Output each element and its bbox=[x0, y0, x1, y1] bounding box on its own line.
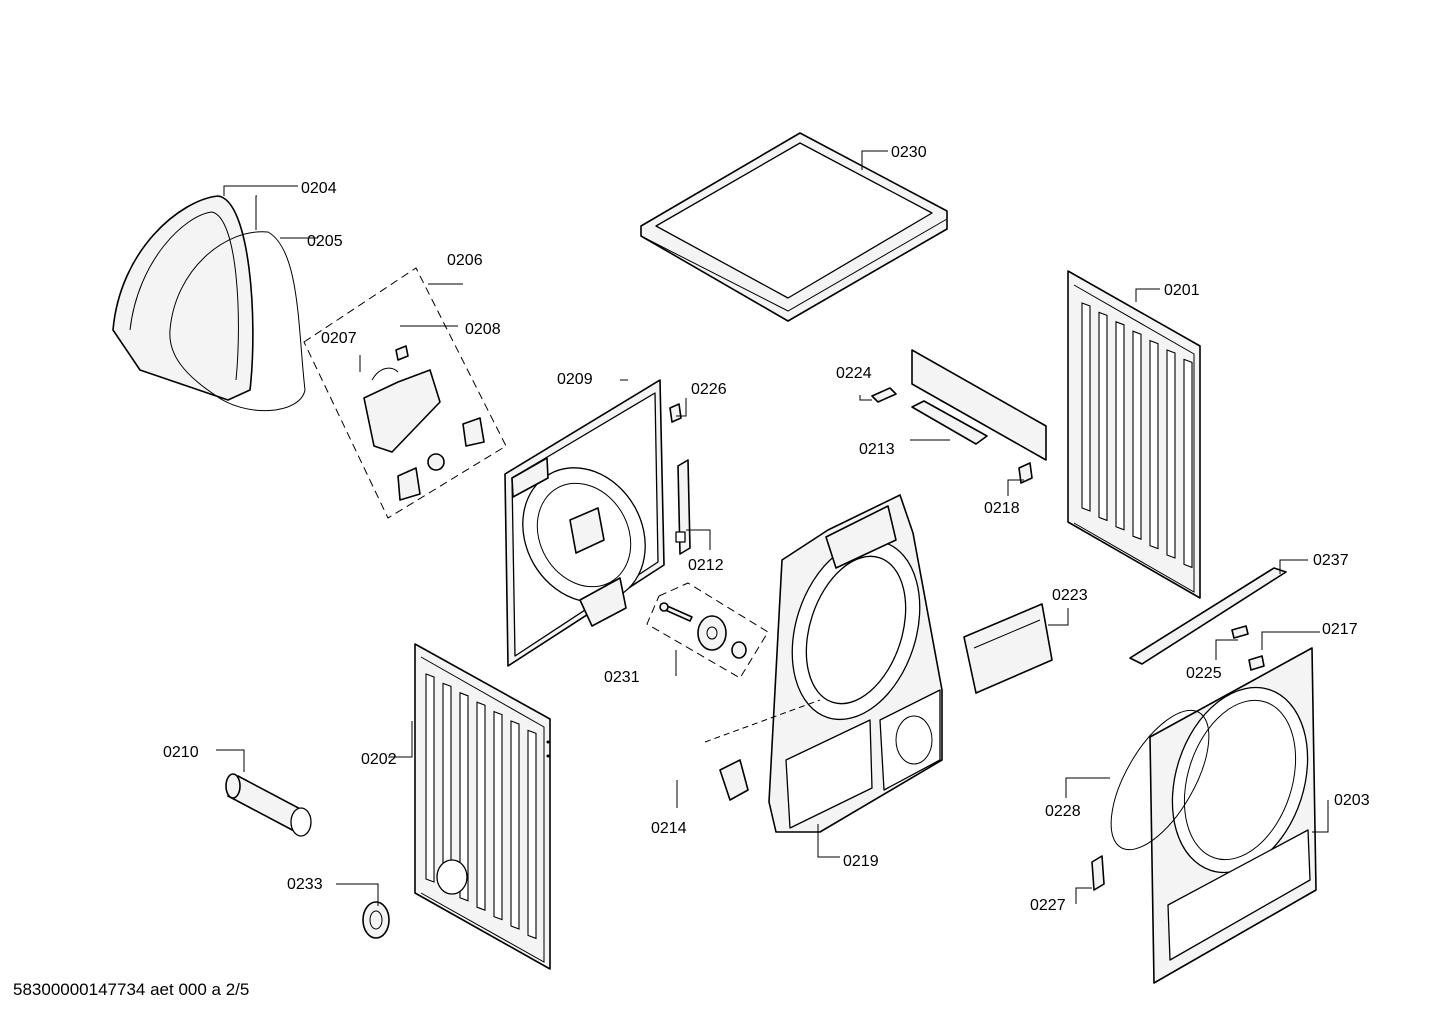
part-0204-door-inner[interactable] bbox=[112, 195, 254, 401]
label-0208: 0208 bbox=[465, 321, 501, 338]
label-0227: 0227 bbox=[1030, 897, 1066, 914]
label-0204: 0204 bbox=[301, 180, 337, 197]
label-0203: 0203 bbox=[1334, 792, 1370, 809]
part-0205-door-seal[interactable] bbox=[169, 231, 306, 412]
label-0202: 0202 bbox=[361, 751, 397, 768]
part-0233-cap[interactable] bbox=[362, 901, 390, 939]
part-0218-clip[interactable] bbox=[1018, 462, 1033, 484]
part-0230-top-cover[interactable] bbox=[640, 132, 948, 322]
part-0231-fan-kit[interactable] bbox=[646, 582, 769, 679]
label-0218: 0218 bbox=[984, 500, 1020, 517]
panel-slot bbox=[1132, 330, 1142, 540]
panel-slot bbox=[476, 701, 486, 911]
part-0203-front-panel[interactable] bbox=[1149, 647, 1330, 984]
label-0213: 0213 bbox=[859, 441, 895, 458]
part-0210-exhaust-hose[interactable] bbox=[225, 773, 312, 837]
part-0212-bracket[interactable] bbox=[675, 459, 691, 555]
part-0217-clip[interactable] bbox=[1248, 655, 1265, 671]
part-labels: 0230 0201 0202 0203 0204 0205 0206 0207 … bbox=[163, 144, 1370, 914]
part-0224-button[interactable] bbox=[871, 387, 897, 403]
label-0207: 0207 bbox=[321, 330, 357, 347]
part-0213-control-module[interactable] bbox=[911, 349, 1047, 461]
part-0226-clip[interactable] bbox=[669, 403, 682, 423]
label-0223: 0223 bbox=[1052, 587, 1088, 604]
panel-slot bbox=[425, 673, 435, 883]
panel-slot bbox=[1115, 321, 1125, 531]
document-footer-code: 58300000147734 aet 000 a 2/5 bbox=[13, 980, 250, 999]
label-0212: 0212 bbox=[688, 557, 724, 574]
label-0225: 0225 bbox=[1186, 665, 1222, 682]
part-0227-hinge[interactable] bbox=[1091, 855, 1105, 891]
label-0228: 0228 bbox=[1045, 803, 1081, 820]
label-0214: 0214 bbox=[651, 820, 687, 837]
part-0201-side-panel-right[interactable] bbox=[1067, 270, 1201, 599]
part-0223-filter[interactable] bbox=[963, 603, 1053, 694]
label-0219: 0219 bbox=[843, 853, 879, 870]
leader-lines bbox=[216, 150, 1329, 906]
part-0202-side-panel-left[interactable] bbox=[414, 643, 551, 970]
panel-slot bbox=[1166, 349, 1176, 559]
part-0214-connector[interactable] bbox=[704, 699, 821, 801]
label-0205: 0205 bbox=[307, 233, 343, 250]
panel-slot bbox=[1183, 358, 1193, 569]
panel-slot bbox=[493, 710, 503, 921]
label-0224: 0224 bbox=[836, 365, 872, 382]
label-0237: 0237 bbox=[1313, 552, 1349, 569]
label-0231: 0231 bbox=[604, 669, 640, 686]
panel-slot bbox=[1098, 311, 1108, 522]
panel-slot bbox=[459, 692, 469, 902]
label-0226: 0226 bbox=[691, 381, 727, 398]
part-0225-clip[interactable] bbox=[1231, 625, 1249, 639]
label-0209: 0209 bbox=[557, 371, 593, 388]
part-0206-heater-kit[interactable] bbox=[303, 267, 507, 519]
panel-slot bbox=[1149, 339, 1159, 550]
label-0217: 0217 bbox=[1322, 621, 1358, 638]
part-0219-front-frame[interactable] bbox=[768, 494, 943, 833]
part-0209-rear-wall[interactable] bbox=[499, 379, 669, 667]
part-0228-door-seal[interactable] bbox=[1092, 695, 1229, 864]
label-0230: 0230 bbox=[891, 144, 927, 161]
panel-slot bbox=[510, 720, 520, 930]
panel-slot bbox=[527, 729, 537, 940]
label-0206: 0206 bbox=[447, 252, 483, 269]
panel-slot bbox=[1081, 302, 1091, 512]
label-0233: 0233 bbox=[287, 876, 323, 893]
label-0201: 0201 bbox=[1164, 282, 1200, 299]
label-0210: 0210 bbox=[163, 744, 199, 761]
part-0237-rail[interactable] bbox=[1129, 567, 1287, 665]
